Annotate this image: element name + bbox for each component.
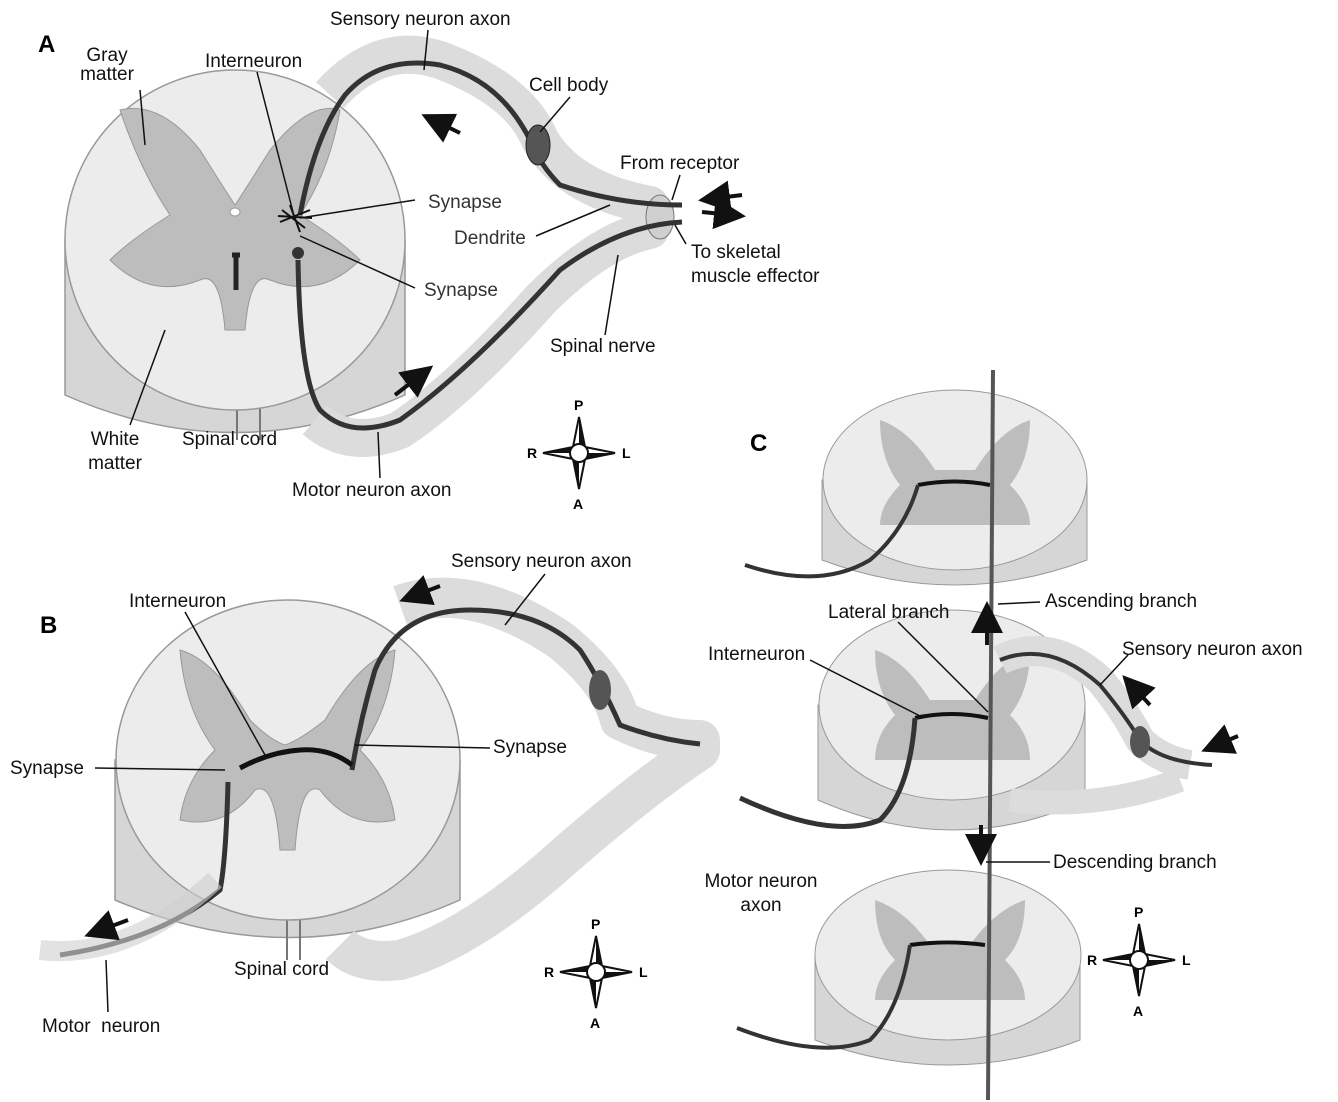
compass-c [1103, 924, 1175, 996]
label-spinal-nerve: Spinal nerve [550, 337, 656, 356]
panel-a-cell-body [526, 125, 550, 165]
panel-c-letter: C [750, 432, 767, 456]
label-ascending-branch: Ascending branch [1045, 592, 1197, 611]
label-from-receptor: From receptor [620, 154, 739, 173]
panel-b-artwork [40, 574, 700, 1012]
label-descending-branch: Descending branch [1053, 853, 1217, 872]
label-b-synapse-left: Synapse [10, 759, 84, 778]
compass-b-left: L [639, 965, 648, 979]
label-cell-body: Cell body [529, 76, 608, 95]
label-a-motor-neuron-axon: Motor neuron axon [292, 481, 452, 500]
compass-b-posterior: P [591, 917, 600, 931]
compass-c-left: L [1182, 953, 1191, 967]
label-a-synapse-lower: Synapse [424, 281, 498, 300]
label-a-sensory-neuron-axon: Sensory neuron axon [330, 10, 511, 29]
label-c-sensory-neuron-axon: Sensory neuron axon [1122, 640, 1303, 659]
label-white-matter: White matter [80, 428, 150, 476]
panel-a-arrow-in [702, 195, 742, 200]
compass-a-posterior: P [574, 398, 583, 412]
compass-c-anterior: A [1133, 1004, 1143, 1018]
panel-a-spinal-cord [65, 70, 405, 440]
panel-a-arrow-sensory [425, 116, 460, 133]
label-dendrite: Dendrite [454, 229, 526, 248]
panel-a-letter: A [38, 33, 55, 57]
panel-b-letter: B [40, 614, 57, 638]
compass-a-anterior: A [573, 497, 583, 511]
label-b-spinal-cord: Spinal cord [234, 960, 329, 979]
label-lateral-branch: Lateral branch [828, 603, 949, 622]
label-b-interneuron: Interneuron [129, 592, 226, 611]
label-b-synapse-right: Synapse [493, 738, 567, 757]
label-a-spinal-cord: Spinal cord [182, 430, 277, 449]
label-a-interneuron: Interneuron [205, 52, 302, 71]
compass-a-left: L [622, 446, 631, 460]
compass-a [543, 417, 615, 489]
label-c-motor-neuron-axon: Motor neuron axon [696, 870, 826, 918]
panel-a-artwork [65, 30, 742, 478]
label-b-motor-neuron: Motor neuron [42, 1017, 160, 1036]
compass-c-posterior: P [1134, 905, 1143, 919]
panel-c-top-segment [745, 390, 1087, 585]
compass-c-right: R [1087, 953, 1097, 967]
panel-a-arrow-out [702, 212, 742, 216]
panel-b-cell-body [589, 670, 611, 710]
panel-a-motor-cell-body [292, 247, 304, 259]
label-gray-matter: Gray matter [72, 46, 142, 84]
compass-b [560, 936, 632, 1008]
compass-a-right: R [527, 446, 537, 460]
compass-b-right: R [544, 965, 554, 979]
label-c-interneuron: Interneuron [708, 645, 805, 664]
panel-c-arrow-in [1205, 736, 1238, 750]
label-a-synapse-upper: Synapse [428, 193, 502, 212]
panel-c-artwork [737, 370, 1238, 1100]
label-to-skeletal-muscle-effector: To skeletal muscle effector [691, 241, 841, 289]
compass-b-anterior: A [590, 1016, 600, 1030]
label-b-sensory-neuron-axon: Sensory neuron axon [451, 552, 632, 571]
